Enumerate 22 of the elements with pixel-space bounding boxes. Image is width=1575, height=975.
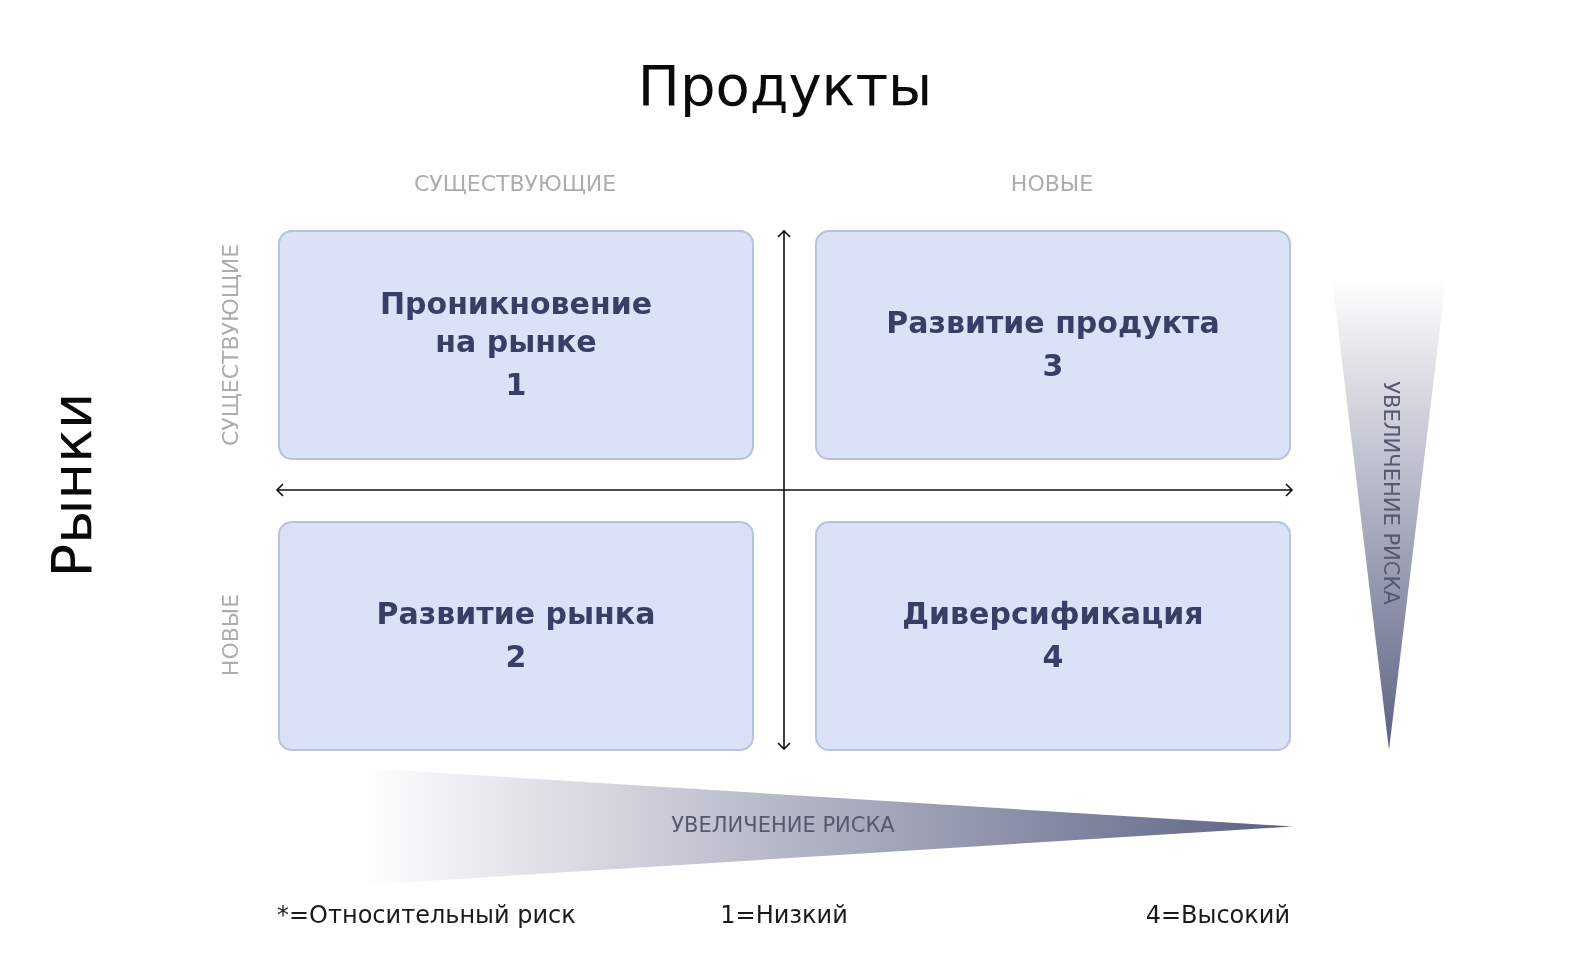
quadrant-number: 1 xyxy=(505,366,527,404)
scale-note: 4=Высокий xyxy=(1145,903,1290,927)
row-header: НОВЫЕ xyxy=(220,593,242,677)
wedge-label: УВЕЛИЧЕНИЕ РИСКА xyxy=(1379,381,1401,605)
quadrant-number: 2 xyxy=(505,638,527,676)
quadrant-title: Развитие рынка xyxy=(376,595,656,633)
row-header: СУЩЕСТВУЮЩИЕ xyxy=(220,243,242,447)
quadrant-number: 4 xyxy=(1042,638,1064,676)
quadrant-box xyxy=(815,230,1291,460)
quadrant-title: Проникновение на рынке xyxy=(378,285,654,361)
quadrant-box xyxy=(815,521,1291,751)
quadrant-title: Диверсификация xyxy=(902,595,1204,633)
column-header: СУЩЕСТВУЮЩИЕ xyxy=(413,173,617,195)
column-header: НОВЫЕ xyxy=(1010,173,1094,195)
wedge-label: УВЕЛИЧЕНИЕ РИСКА xyxy=(671,814,895,836)
quadrant-box xyxy=(278,521,754,751)
axis-title: Рынки xyxy=(44,392,100,578)
quadrant-number: 3 xyxy=(1042,347,1064,385)
note-text: *=Относительный риск xyxy=(277,903,576,927)
scale-note: 1=Низкий xyxy=(720,903,848,927)
quadrant-title: Развитие продукта xyxy=(886,304,1220,342)
quadrant-box xyxy=(278,230,754,460)
